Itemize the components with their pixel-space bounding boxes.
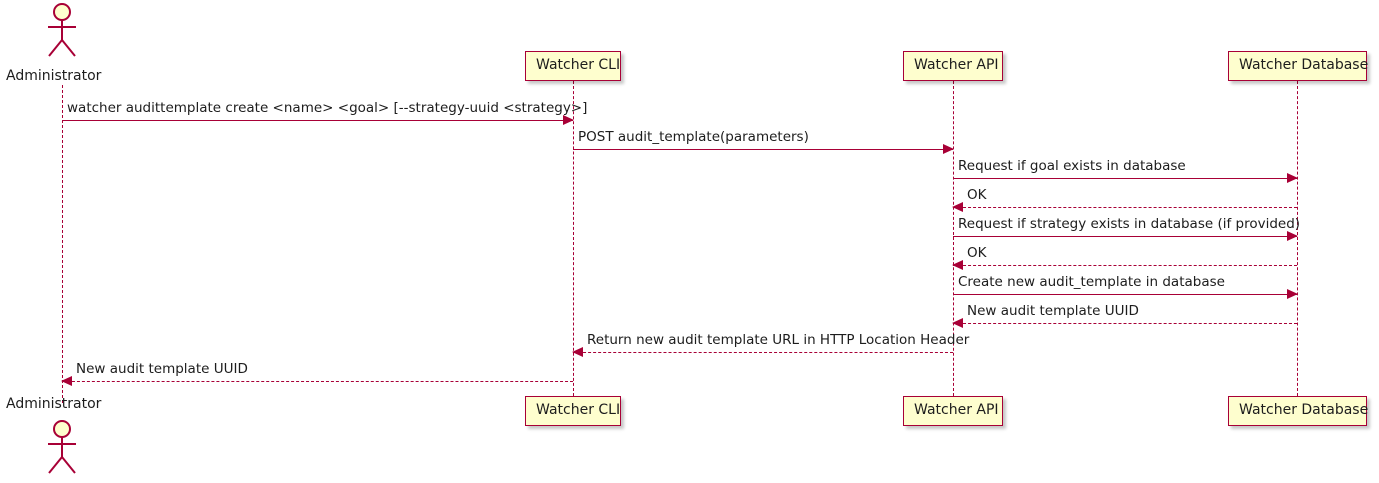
message-line-6: [953, 265, 1297, 266]
actor-administrator-bottom: [39, 419, 85, 477]
message-label-7: Create new audit_template in database: [958, 274, 1225, 290]
message-line-10: [62, 381, 573, 382]
message-line-7: [953, 294, 1297, 295]
participant-watcher-database-top[interactable]: Watcher Database: [1228, 51, 1368, 81]
actor-administrator-top: [39, 2, 85, 60]
lifeline-watcher-api: [953, 81, 954, 396]
participant-watcher-api-top[interactable]: Watcher API: [903, 51, 1003, 81]
message-label-10: New audit template UUID: [76, 361, 248, 377]
participant-watcher-database-bottom[interactable]: Watcher Database: [1228, 396, 1368, 426]
message-arrowhead-3: [1287, 173, 1298, 183]
actor-label-administrator-bottom: Administrator: [6, 396, 102, 412]
message-label-2: POST audit_template(parameters): [578, 129, 809, 145]
message-line-3: [953, 178, 1297, 179]
message-line-2: [573, 149, 953, 150]
message-label-3: Request if goal exists in database: [958, 158, 1186, 174]
message-arrowhead-2: [943, 144, 954, 154]
message-line-8: [953, 323, 1297, 324]
message-arrowhead-9: [572, 347, 583, 357]
message-arrowhead-1: [563, 115, 574, 125]
participant-watcher-cli-bottom[interactable]: Watcher CLI: [525, 396, 621, 426]
participant-watcher-api-bottom[interactable]: Watcher API: [903, 396, 1003, 426]
actor-label-administrator-top: Administrator: [6, 68, 102, 84]
message-arrowhead-8: [952, 318, 963, 328]
message-label-1: watcher audittemplate create <name> <goa…: [67, 100, 588, 116]
message-arrowhead-6: [952, 260, 963, 270]
message-line-9: [573, 352, 953, 353]
message-arrowhead-4: [952, 202, 963, 212]
actor-stick-figure-icon: [48, 3, 76, 57]
message-label-4: OK: [967, 187, 987, 203]
actor-stick-figure-icon: [48, 420, 76, 474]
message-label-9: Return new audit template URL in HTTP Lo…: [587, 332, 970, 348]
message-arrowhead-10: [61, 376, 72, 386]
message-arrowhead-5: [1287, 231, 1298, 241]
message-line-5: [953, 236, 1297, 237]
message-label-6: OK: [967, 245, 987, 261]
message-arrowhead-7: [1287, 289, 1298, 299]
lifeline-watcher-cli: [573, 81, 574, 396]
message-label-8: New audit template UUID: [967, 303, 1139, 319]
message-line-4: [953, 207, 1297, 208]
participant-watcher-cli-top[interactable]: Watcher CLI: [525, 51, 621, 81]
message-line-1: [62, 120, 573, 121]
lifeline-administrator: [62, 85, 63, 403]
message-label-5: Request if strategy exists in database (…: [958, 216, 1301, 232]
